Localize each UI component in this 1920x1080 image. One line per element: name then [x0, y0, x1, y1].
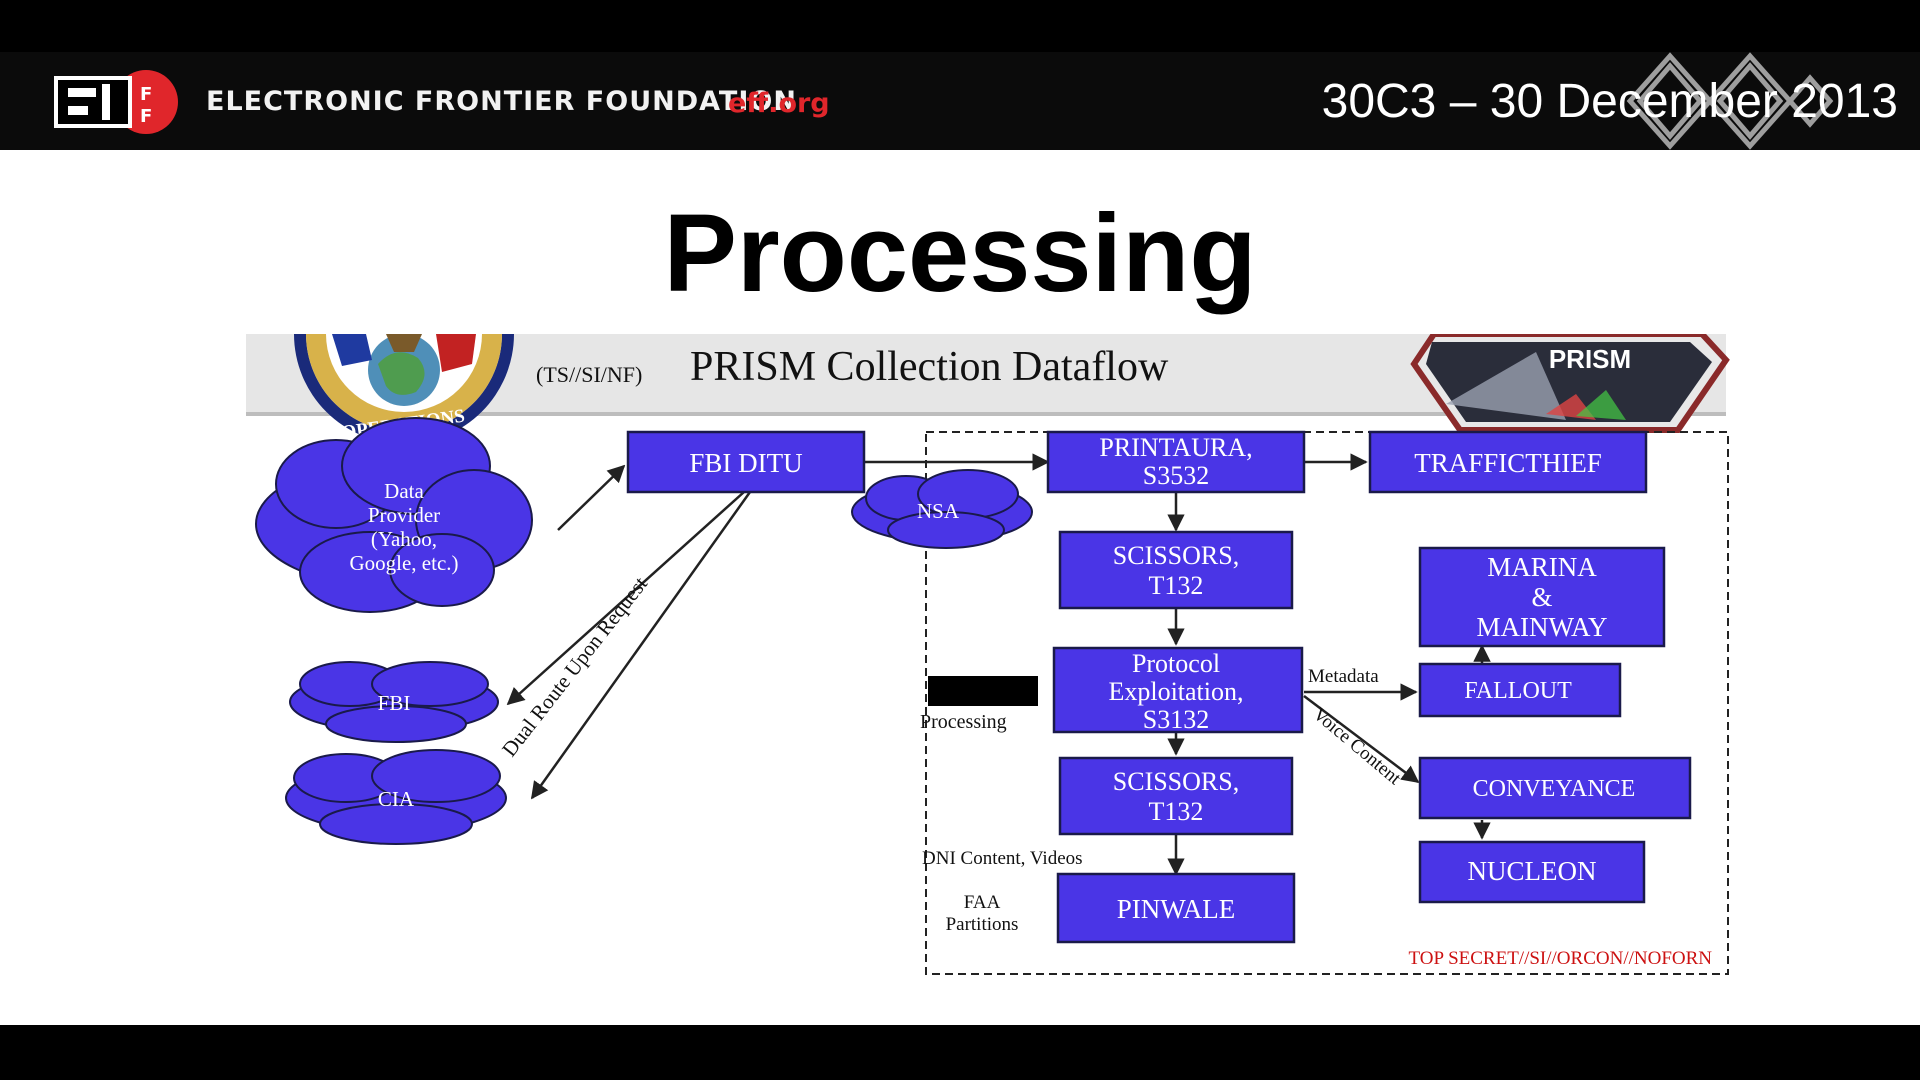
- ssos-seal-icon: OPERATIONS: [294, 334, 514, 444]
- slide-header: [0, 52, 1920, 150]
- box-conveyance: [1418, 756, 1692, 820]
- node-fallout: FALLOUT: [1464, 678, 1572, 704]
- redacted-block: [928, 676, 1038, 706]
- node-protocol-line2: Exploitation,: [1108, 677, 1243, 706]
- node-fbi: FBI: [378, 691, 411, 715]
- label-faa-line2: Partitions: [946, 914, 1019, 935]
- box-fallout: [1418, 662, 1622, 718]
- node-scissors2-line1: SCISSORS,: [1113, 767, 1239, 796]
- slide-title: Processing: [663, 192, 1257, 315]
- cloud-nsa: [851, 469, 1033, 549]
- box-pinwale: [1056, 872, 1296, 944]
- node-scissors1-line2: T132: [1149, 571, 1204, 600]
- node-protocol-line1: Protocol: [1132, 649, 1220, 678]
- label-metadata: Metadata: [1308, 666, 1379, 687]
- node-pinwale: PINWALE: [1117, 894, 1235, 924]
- org-url-link[interactable]: eff.org: [728, 88, 830, 119]
- diagram-classification-prefix: (TS//SI/NF): [536, 362, 642, 387]
- node-protocol-line3: S3132: [1143, 705, 1209, 734]
- box-scissors-2: [1058, 756, 1294, 836]
- box-marina-mainway: [1418, 546, 1666, 648]
- node-cia: CIA: [378, 787, 415, 811]
- box-scissors-1: [1058, 530, 1294, 610]
- node-nucleon: NUCLEON: [1468, 856, 1597, 886]
- prism-badge-label: PRISM: [1549, 344, 1631, 374]
- node-data-provider-line1: Data: [384, 479, 424, 503]
- label-dni-content: DNI Content, Videos: [922, 848, 1083, 869]
- node-printaura-line2: S3532: [1143, 461, 1209, 490]
- cloud-fbi: [289, 661, 499, 743]
- edge-fbiditu-fbi: [506, 491, 745, 706]
- edge-fbiditu-cia: [530, 491, 752, 800]
- node-nsa: NSA: [917, 499, 960, 523]
- node-printaura-line1: PRINTAURA,: [1099, 433, 1252, 462]
- node-scissors1-line1: SCISSORS,: [1113, 541, 1239, 570]
- bottom-black-bar: [0, 1025, 1920, 1080]
- node-data-provider-line2: Provider: [368, 503, 440, 527]
- top-black-bar: [0, 0, 1920, 52]
- eff-logo-icon: F F: [54, 70, 178, 134]
- box-fbi-ditu: [626, 430, 866, 494]
- nsa-boundary: [925, 431, 1729, 975]
- diamond-ornament-icon: [1626, 52, 1834, 150]
- box-protocol-exploitation: [1052, 646, 1304, 734]
- node-marina-line1: MARINA: [1487, 552, 1597, 582]
- logo-letter-f1: F: [140, 84, 152, 105]
- node-trafficthief: TRAFFICTHIEF: [1414, 448, 1602, 478]
- label-faa-line1: FAA: [964, 892, 1001, 913]
- label-dual-route: Dual Route Upon Request: [497, 572, 652, 761]
- event-date: 30C3 – 30 December 2013: [1321, 75, 1898, 128]
- logo-letter-f2: F: [140, 106, 152, 127]
- node-marina-line2: &: [1531, 582, 1552, 612]
- node-marina-line3: MAINWAY: [1476, 612, 1607, 642]
- node-data-provider-line3: (Yahoo,: [371, 527, 437, 551]
- box-printaura: [1046, 430, 1306, 494]
- node-conveyance: CONVEYANCE: [1473, 776, 1636, 802]
- label-voice-content: Voice Content: [1309, 704, 1406, 790]
- prism-badge-icon: PRISM: [1410, 334, 1730, 433]
- cloud-cia: [285, 749, 507, 845]
- org-name: ELECTRONIC FRONTIER FOUNDATION: [206, 86, 797, 117]
- diagram-title: PRISM Collection Dataflow: [690, 344, 1169, 390]
- edge-provider-fbiditu: [557, 464, 626, 531]
- edge-protocol-conveyance: [1303, 695, 1420, 784]
- cloud-data-provider: [255, 417, 533, 613]
- prism-dataflow-diagram: OPERATIONS (TS//SI/NF) PRISM Collection …: [246, 334, 1730, 975]
- classification-footer: TOP SECRET//SI//ORCON//NOFORN: [1408, 948, 1712, 969]
- node-fbi-ditu: FBI DITU: [689, 448, 802, 478]
- box-nucleon: [1418, 840, 1646, 904]
- label-processing: Processing: [920, 711, 1007, 733]
- box-trafficthief: [1368, 430, 1648, 494]
- node-scissors2-line2: T132: [1149, 797, 1204, 826]
- node-data-provider-line4: Google, etc.): [349, 551, 458, 575]
